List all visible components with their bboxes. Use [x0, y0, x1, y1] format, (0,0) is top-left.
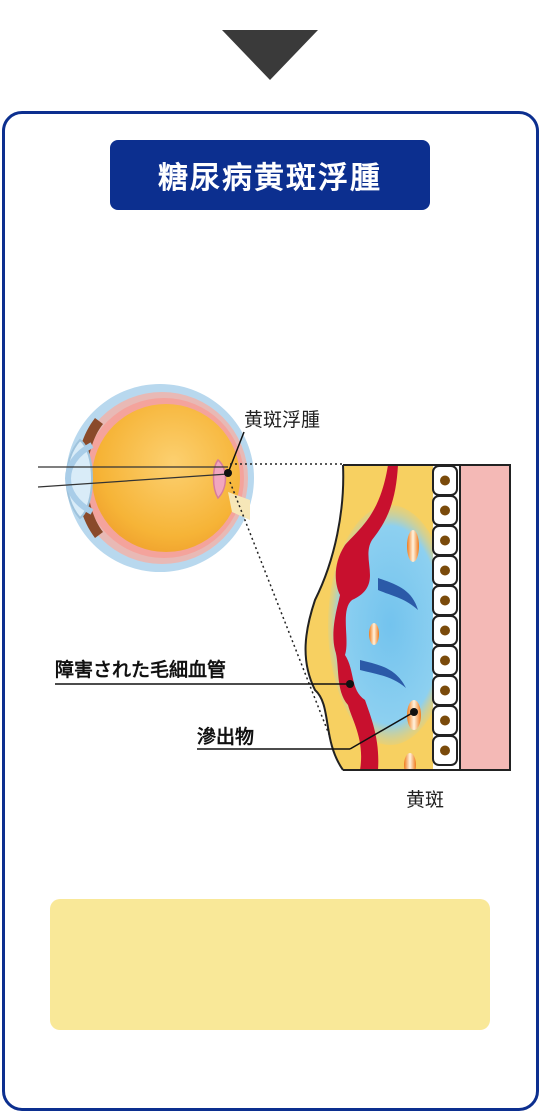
eyeball [37, 384, 254, 572]
photoreceptor-cells [432, 465, 458, 766]
note-box [50, 899, 490, 1030]
blood-vessel [333, 465, 398, 770]
page-title: 糖尿病黄斑浮腫 [158, 161, 382, 196]
retina-cross-section [304, 464, 511, 771]
macula-leader-line [227, 431, 245, 474]
macula-label: 黄斑 [406, 789, 445, 811]
zoom-line-bottom [229, 481, 344, 771]
exudate-pointer-dot [410, 708, 418, 716]
leak-plume-2 [360, 660, 406, 688]
down-arrow-icon [222, 30, 318, 80]
light-ray-lower [37, 473, 229, 488]
exudate-leader-line-d [349, 711, 415, 750]
exudate-drop-4 [404, 753, 416, 770]
exudate-drop-2 [369, 623, 379, 645]
cornea [65, 442, 94, 515]
title-banner: 糖尿病黄斑浮腫 [110, 140, 430, 210]
exudate-drop-1 [407, 530, 419, 562]
retina-surface-edge [304, 464, 345, 771]
damaged-capillary-label: 障害された毛細血管 [55, 659, 227, 681]
capillary-pointer-dot [346, 680, 354, 688]
leak-plume-1 [378, 578, 418, 610]
macular-edema-label: 黄斑浮腫 [244, 409, 321, 431]
choroid-pink-layer [459, 464, 511, 771]
exudate-label: 滲出物 [197, 726, 255, 748]
macula-swelling [212, 458, 227, 500]
